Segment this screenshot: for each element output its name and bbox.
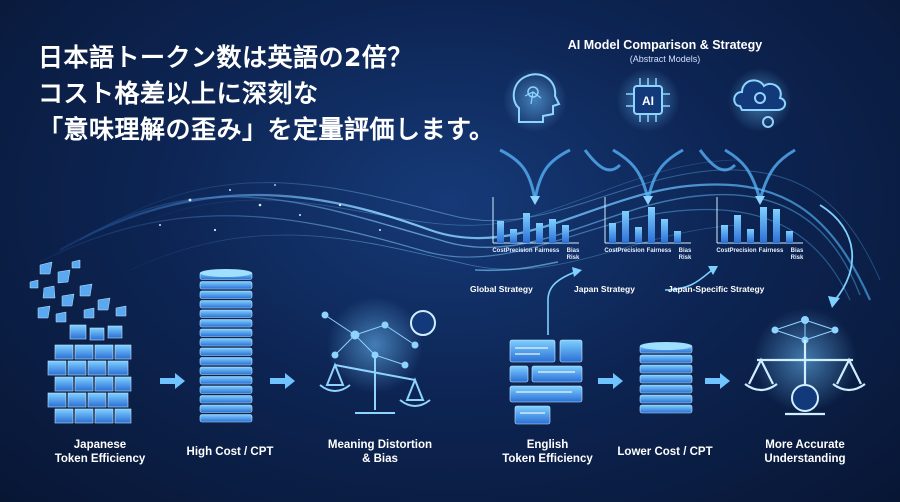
stack-layer <box>199 300 253 309</box>
strategy-japan-specific: Japan-Specific Strategy <box>668 284 765 294</box>
panel-subtitle: (Abstract Models) <box>629 54 701 64</box>
ai-chip-icon: AI <box>616 68 680 132</box>
chart-bar <box>609 223 616 243</box>
headline-line-1: 日本語トークン数は英語の2倍？ <box>38 43 413 72</box>
label-japanese-token-efficiency: Japanese Token Efficiency <box>54 439 146 465</box>
strategy-global: Global Strategy <box>470 284 533 294</box>
stack-layer <box>639 384 693 394</box>
chart-bar <box>523 213 530 243</box>
stack-layer <box>199 338 253 347</box>
chart-bar <box>510 229 517 243</box>
chart-bar <box>661 219 668 243</box>
tall-stack-icon <box>199 269 253 423</box>
chart-metric-label: Precision <box>505 248 532 254</box>
label-high-cost: High Cost / CPT <box>186 446 274 458</box>
stack-layer <box>199 328 253 337</box>
chart-bar <box>622 211 629 243</box>
stack-layer <box>199 357 253 366</box>
label-english-token-efficiency: English Token Efficiency <box>502 439 593 465</box>
svg-text:AI: AI <box>642 94 654 108</box>
stack-layer <box>199 414 253 423</box>
stack-layer <box>639 364 693 374</box>
chart-metric-label: Precision <box>617 248 644 254</box>
chart-metric-label: Cost <box>492 248 505 254</box>
chart-bar <box>747 229 754 243</box>
distorted-scale-icon <box>319 297 436 414</box>
label-meaning-distortion: Meaning Distortion & Bias <box>327 439 433 465</box>
stack-layer <box>199 366 253 375</box>
chart-bar <box>674 231 681 243</box>
stack-layer <box>639 374 693 384</box>
balanced-scale-icon <box>744 308 866 416</box>
flow-waves <box>39 159 881 301</box>
text-blocks-icon <box>509 339 583 425</box>
chart-bar <box>562 225 569 243</box>
stack-top <box>200 269 252 277</box>
model-connectors <box>499 148 796 201</box>
stack-layer <box>199 404 253 413</box>
chart-metric-label: Fairness <box>535 248 560 254</box>
stack-layer <box>199 281 253 290</box>
stack-layer <box>199 290 253 299</box>
stack-layer <box>199 319 253 328</box>
stack-layer <box>639 404 693 414</box>
chart-metric-label: Cost <box>716 248 729 254</box>
head-circuit-icon <box>503 68 567 132</box>
chart-bar <box>536 223 543 243</box>
headline-line-2: コスト格差以上に深刻な <box>38 79 319 108</box>
headline-line-3: 「意味理解の歪み」を定量評価します。 <box>38 115 495 144</box>
label-more-accurate: More Accurate Understanding <box>764 439 846 465</box>
chart-bar <box>648 207 655 243</box>
stack-layer <box>639 394 693 404</box>
cloud-gear-icon <box>728 68 792 132</box>
stack-layer <box>199 347 253 356</box>
label-lower-cost: Lower Cost / CPT <box>617 446 713 458</box>
flow-arrows <box>160 373 730 389</box>
stack-layer <box>199 385 253 394</box>
chart-bar <box>721 225 728 243</box>
chart-bar <box>760 207 767 243</box>
stack-layer <box>639 354 693 364</box>
stack-top <box>640 342 692 350</box>
chart-metric-label: Cost <box>604 248 617 254</box>
chart-bar <box>734 215 741 243</box>
right-sweep-arrow <box>819 204 854 308</box>
panel-title: AI Model Comparison & Strategy <box>567 38 763 52</box>
chart-bar <box>497 221 504 243</box>
model-arrowheads <box>530 196 765 205</box>
chart-metric-label: Fairness <box>759 248 784 254</box>
chart-bar <box>635 227 642 243</box>
chart-bar <box>786 231 793 243</box>
chart-bar <box>549 219 556 243</box>
chart-metric-label: Fairness <box>647 248 672 254</box>
strategy-japan: Japan Strategy <box>574 284 635 294</box>
chart-metric-label: Precision <box>729 248 756 254</box>
wave-sparkles <box>159 184 381 232</box>
stack-layer <box>199 376 253 385</box>
strategy-connectors <box>474 261 718 335</box>
stack-layer <box>199 395 253 404</box>
headline: 日本語トークン数は英語の2倍？ コスト格差以上に深刻な 「意味理解の歪み」を定量… <box>38 40 495 148</box>
short-stack-icon <box>639 342 693 414</box>
broken-blocks-icon <box>29 259 132 424</box>
chart-bar <box>773 209 780 243</box>
stack-layer <box>199 309 253 318</box>
